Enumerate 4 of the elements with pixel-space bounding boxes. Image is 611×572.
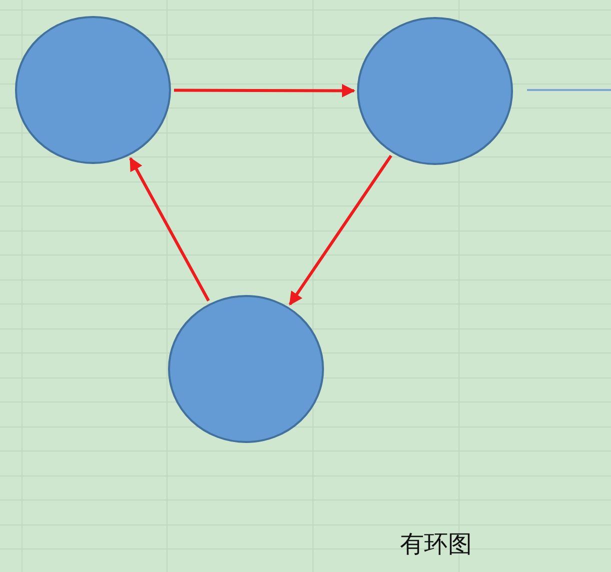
caption: 有环图 <box>400 529 472 560</box>
arrow <box>129 157 210 302</box>
arrow <box>288 154 392 306</box>
arrow <box>174 84 356 98</box>
